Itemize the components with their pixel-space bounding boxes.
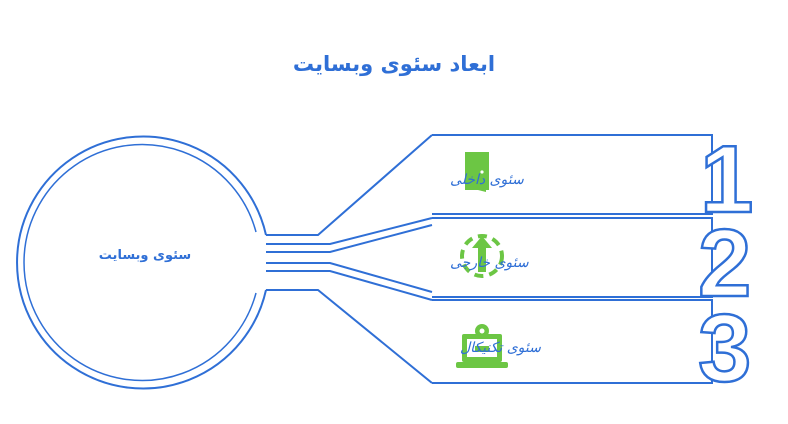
connector-lines xyxy=(266,134,433,384)
item-label-2: سئوی خارجی xyxy=(450,255,529,271)
number-1: 1 xyxy=(700,126,753,233)
external-arrow-icon xyxy=(460,234,504,278)
center-label: سئوی وبسایت xyxy=(98,248,192,263)
banner-2 xyxy=(432,217,713,298)
number-3: 3 xyxy=(698,295,751,402)
laptop-gear-icon xyxy=(456,324,508,368)
center-ring xyxy=(16,135,267,390)
page-title: ابعاد سئوی وبسایت xyxy=(292,52,496,76)
number-2: 2 xyxy=(698,210,751,317)
item-label-1: سئوی داخلی xyxy=(450,172,524,188)
banner-1 xyxy=(432,134,713,215)
door-icon xyxy=(465,152,489,192)
banner-3 xyxy=(432,299,713,384)
item-label-3: سئوی تکنیکال xyxy=(460,340,541,356)
